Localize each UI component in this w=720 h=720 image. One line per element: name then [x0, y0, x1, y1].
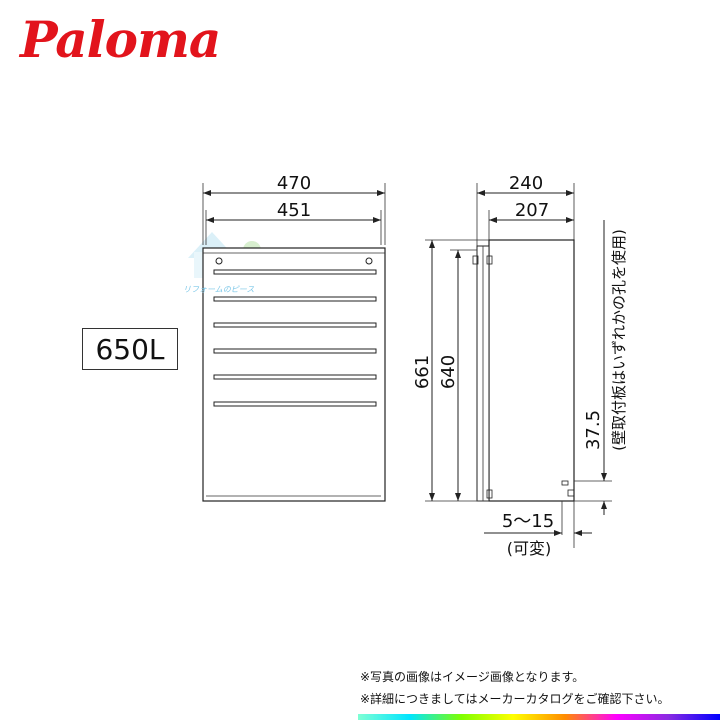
- dim-451: 451: [277, 200, 311, 221]
- dim-240: 240: [509, 173, 543, 194]
- note-details: ※詳細につきましてはメーカーカタログをご確認下さい。: [360, 692, 670, 706]
- paloma-logo: Paloma: [20, 10, 221, 69]
- dim-37-5: 37.5: [583, 410, 604, 450]
- dim-640: 640: [438, 355, 459, 389]
- gap-note: (可変): [507, 539, 552, 558]
- dim-661: 661: [412, 355, 433, 389]
- side-view: [425, 183, 612, 548]
- dim-207: 207: [515, 200, 549, 221]
- note-image: ※写真の画像はイメージ画像となります。: [360, 670, 585, 684]
- hole-note: (壁取付板はいずれかの孔を使用): [610, 229, 628, 451]
- dim-gap: 5〜15: [502, 511, 554, 532]
- dim-470: 470: [277, 173, 311, 194]
- front-view: [202, 183, 386, 502]
- model-label: 650L: [82, 328, 178, 370]
- rainbow-bar: [358, 714, 720, 720]
- watermark-text: リフォームのピース: [183, 285, 255, 294]
